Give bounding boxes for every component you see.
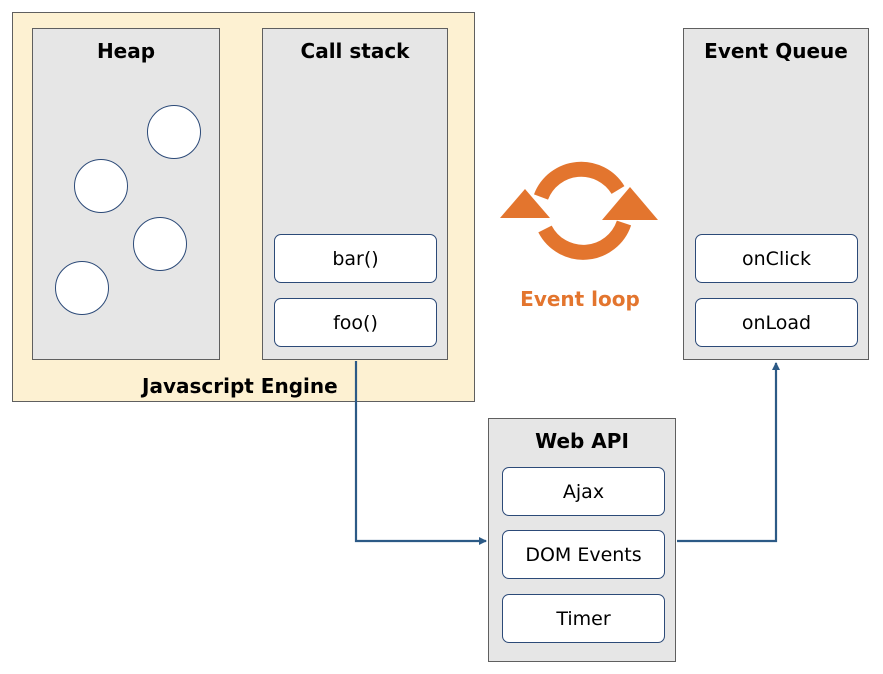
connector-callstack-to-webapi — [354, 361, 487, 545]
heap-object — [55, 261, 109, 315]
call-stack-title: Call stack — [300, 39, 410, 63]
stack-frame-bar: bar() — [274, 234, 437, 283]
web-api-item-timer: Timer — [502, 594, 665, 643]
refresh-cycle-icon — [500, 161, 658, 260]
web-api-panel: Web API Ajax DOM Events Timer — [488, 418, 676, 662]
event-queue-panel: Event Queue onClick onLoad — [683, 28, 869, 360]
queue-item-onload: onLoad — [695, 298, 858, 347]
connector-webapi-to-eventqueue — [677, 362, 780, 543]
call-stack-panel: Call stack bar() foo() — [262, 28, 448, 360]
heap-title: Heap — [96, 39, 156, 63]
heap-panel: Heap — [32, 28, 220, 360]
stack-frame-foo: foo() — [274, 298, 437, 347]
javascript-engine-label: Javascript Engine — [142, 374, 338, 398]
event-loop-label: Event loop — [520, 287, 640, 311]
web-api-item-dom-events: DOM Events — [502, 530, 665, 579]
heap-object — [133, 217, 187, 271]
heap-object — [74, 159, 128, 213]
heap-object — [147, 105, 201, 159]
web-api-item-ajax: Ajax — [502, 467, 665, 516]
event-queue-title: Event Queue — [704, 39, 848, 63]
web-api-title: Web API — [535, 429, 629, 453]
queue-item-onclick: onClick — [695, 234, 858, 283]
